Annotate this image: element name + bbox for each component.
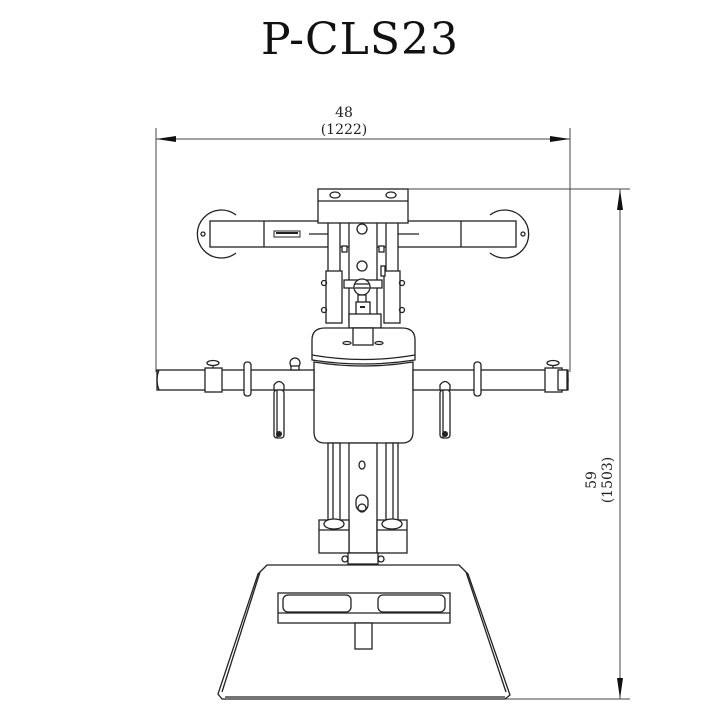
arrow-up-icon — [617, 189, 623, 210]
right-roller-icon — [489, 209, 530, 259]
width-metric-label: (1222) — [321, 122, 368, 138]
model-title: P-CLS23 — [260, 14, 460, 65]
lower-column — [318, 442, 408, 565]
height-dimension: 59 (1503) — [408, 188, 630, 700]
left-roller-icon — [196, 209, 237, 259]
height-metric-label: (1503) — [600, 457, 616, 504]
adjustment-knob-icon — [353, 278, 371, 296]
arrow-right-icon — [550, 136, 570, 142]
right-vertical-grip — [439, 389, 451, 439]
base-plate — [217, 564, 511, 700]
seat-body — [311, 327, 416, 444]
height-imperial-label: 59 — [584, 471, 600, 489]
width-imperial-label: 48 — [335, 105, 353, 121]
upper-carriage — [317, 188, 409, 329]
width-dimension: 48 (1222) — [155, 105, 571, 372]
handle-bar-assembly — [156, 357, 569, 439]
pin-knob-icon — [546, 359, 560, 367]
arrow-down-icon — [617, 678, 623, 699]
pin-knob-icon — [206, 359, 220, 367]
left-vertical-grip — [273, 389, 285, 439]
left-pop-pin — [204, 367, 223, 393]
arrow-left-icon — [156, 136, 176, 142]
